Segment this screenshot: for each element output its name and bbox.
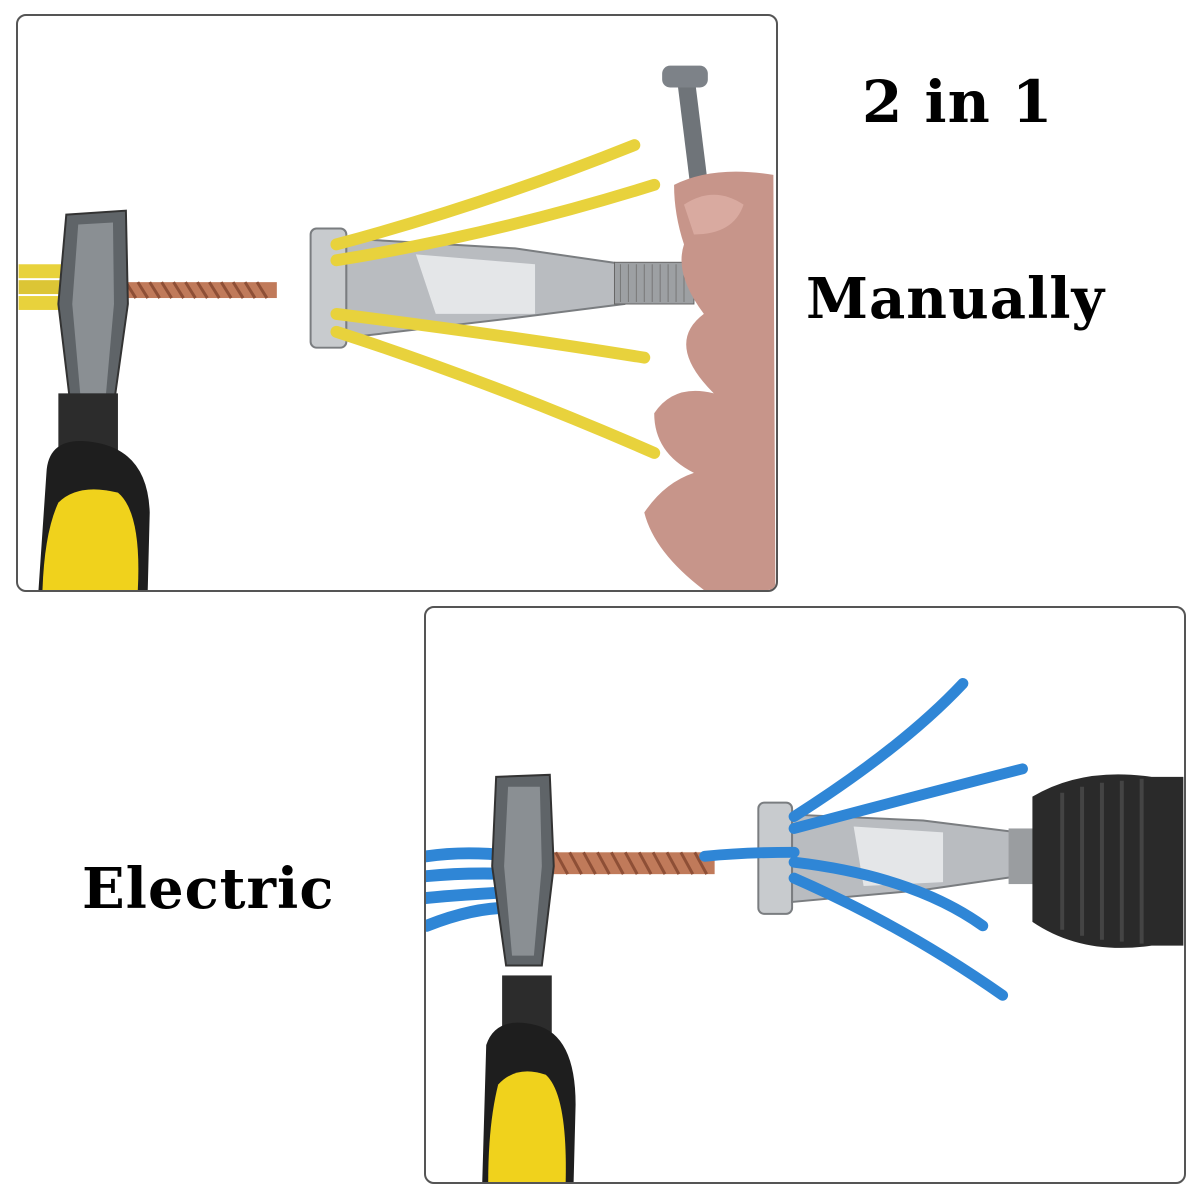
manual-usage-photo bbox=[16, 14, 778, 592]
manual-illustration bbox=[18, 65, 776, 590]
wire-twister-icon bbox=[757, 801, 1020, 915]
heading-2-in-1: 2 in 1 bbox=[862, 68, 1054, 136]
wire-twister-icon bbox=[309, 227, 695, 349]
manual-mode-label: Manually bbox=[806, 266, 1106, 332]
yellow-wires-fan bbox=[330, 139, 661, 459]
drill-chuck-icon bbox=[1008, 774, 1184, 948]
electric-illustration bbox=[426, 678, 1184, 1182]
twisted-copper-wire-icon bbox=[117, 281, 277, 299]
twisted-copper-wire-icon bbox=[545, 851, 715, 875]
pliers-icon bbox=[38, 209, 150, 590]
electric-mode-label: Electric bbox=[82, 856, 335, 922]
hand-icon bbox=[644, 171, 776, 590]
pliers-icon bbox=[482, 773, 576, 1182]
blue-wires-fan bbox=[699, 678, 1028, 1001]
electric-usage-photo bbox=[424, 606, 1186, 1184]
